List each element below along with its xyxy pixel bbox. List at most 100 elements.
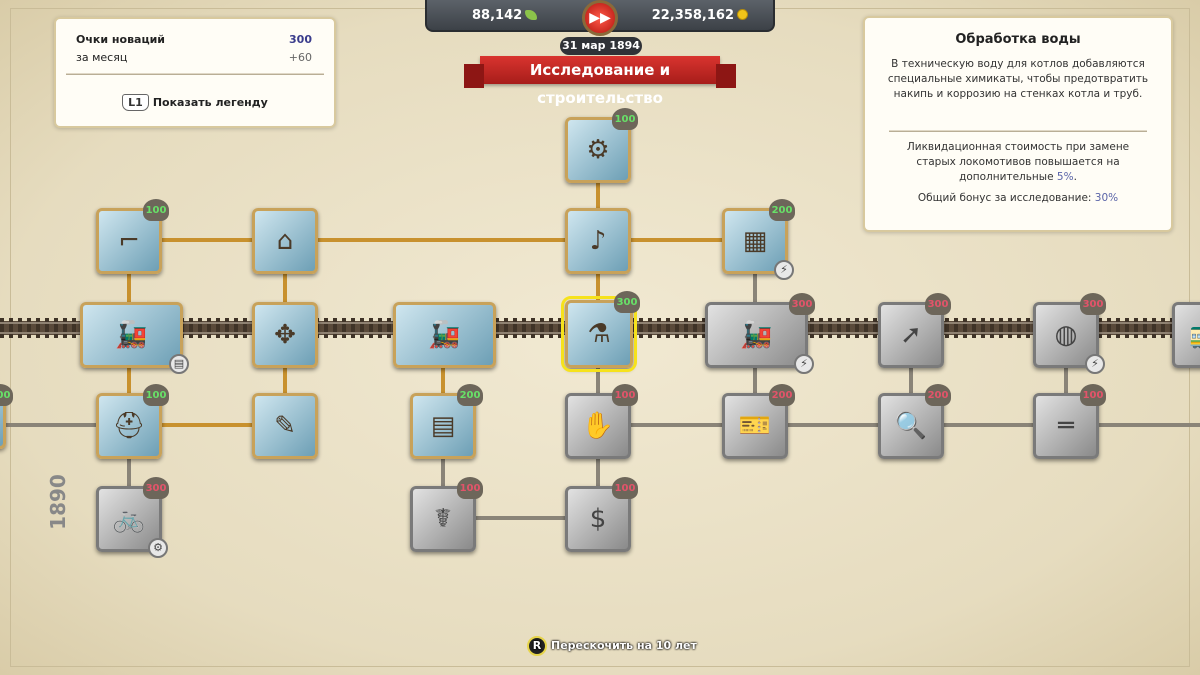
l1-key-icon: L1 <box>122 94 149 111</box>
r-key-icon: R <box>527 636 547 656</box>
era-label: 1890 <box>45 474 70 530</box>
cable-icon: ═ <box>1058 411 1074 441</box>
station-building-icon: ⌂ <box>276 226 294 256</box>
tech-node-medical-book[interactable]: ☤100 <box>410 477 483 552</box>
tech-node-locomotive-upgrade[interactable]: ➚300 <box>878 293 951 368</box>
tech-node-locomotive-green[interactable]: 🚂▤ <box>80 302 189 374</box>
cost-badge: 300 <box>925 293 951 315</box>
bicycle-icon: 🚲 <box>112 504 146 534</box>
boiler-parts-icon: ⚙ <box>586 135 610 165</box>
wheel-brake-icon: ◍ <box>1054 320 1078 350</box>
show-legend-label: Показать легенду <box>152 96 268 109</box>
divider <box>66 73 324 75</box>
tech-node-inspection[interactable]: 🔍 200 <box>878 384 951 459</box>
money-icon: $ <box>589 504 607 534</box>
tech-node-water-treatment[interactable]: ⚗300 <box>561 291 640 372</box>
lightning-badge-icon: ⚡ <box>794 354 814 374</box>
per-month-row: за месяц+60 <box>76 51 312 64</box>
points-row: Очки новаций 300 <box>76 33 312 46</box>
medical-book-icon: ☤ <box>434 504 452 534</box>
tech-node-wheel-brake[interactable]: ◍300 ⚡ <box>1033 293 1106 374</box>
fast-forward-icon: ▶▶ <box>589 10 611 26</box>
research-effect: Ликвидационная стоимость при замене стар… <box>887 140 1149 185</box>
tech-node-bicycle[interactable]: 🚲 300 ⚙ <box>96 477 169 558</box>
total-bonus: Общий бонус за исследование: 30% <box>887 191 1149 206</box>
money-gold: 22,358,162 <box>652 8 748 23</box>
keep-out-icon: ✋ <box>581 411 615 441</box>
jump-label: Перескочить на 10 лет <box>551 639 697 652</box>
locomotive-upgrade-icon: ➚ <box>900 320 922 350</box>
locomotive-blue-icon: 🚂 <box>428 320 461 350</box>
cost-badge: 100 <box>1080 384 1106 406</box>
tech-node-station-building[interactable]: ⌂ <box>252 208 318 274</box>
gold-horn-icon: ♪ <box>589 226 607 256</box>
locomotive-green-icon: 🚂 <box>115 320 148 350</box>
tech-node-left-edge-node[interactable]: 100 <box>0 384 13 449</box>
water-treatment-icon: ⚗ <box>587 319 611 349</box>
page-title: Исследование и строительство <box>464 56 736 107</box>
tech-node-helmet[interactable]: ⛑ 100 <box>96 384 169 459</box>
effect-suffix: . <box>1073 171 1077 183</box>
tech-node-locomotive-grey[interactable]: 🚂300⚡ <box>705 293 815 374</box>
total-bonus-value: 30% <box>1094 192 1119 204</box>
tech-node-tickets[interactable]: 🎫 200 <box>722 384 795 459</box>
cash-icon <box>525 10 538 20</box>
next-locomotive-icon: 🚃 <box>1181 311 1200 359</box>
money-green: 88,142 <box>472 8 538 23</box>
divider <box>889 130 1147 132</box>
coin-icon <box>737 9 748 20</box>
tech-node-passenger-car[interactable]: ▦200 ⚡ <box>722 199 795 280</box>
lightning-badge-icon: ⚡ <box>774 260 794 280</box>
tech-node-cable[interactable]: ═ 100 <box>1033 384 1106 459</box>
cost-badge: 100 <box>143 384 169 406</box>
cost-badge: 100 <box>612 108 638 130</box>
effect-text: Ликвидационная стоимость при замене стар… <box>906 141 1130 183</box>
cost-badge: 300 <box>614 291 640 313</box>
fast-forward-button[interactable]: ▶▶ <box>582 0 618 36</box>
cost-badge: 300 <box>143 477 169 499</box>
cost-badge: 200 <box>457 384 483 406</box>
inspection-icon: 🔍 <box>894 411 928 441</box>
cost-badge: 200 <box>769 199 795 221</box>
points-label: Очки новаций <box>76 33 166 46</box>
tech-node-next-locomotive[interactable]: 🚃 <box>1172 302 1200 368</box>
jump-10-years-button[interactable]: R Перескочить на 10 лет <box>527 636 697 656</box>
tech-node-pipe[interactable]: ⌐100 <box>96 199 169 274</box>
info-badge-icon: ▤ <box>169 354 189 374</box>
tech-node-money[interactable]: $100 <box>565 477 638 552</box>
cost-badge: 300 <box>1080 293 1106 315</box>
mechanism-icon: ✥ <box>274 320 296 350</box>
research-description: В техническую воду для котлов добавляютс… <box>887 58 1149 100</box>
tech-node-gold-horn[interactable]: ♪ <box>565 208 631 274</box>
points-value: 300 <box>289 33 312 46</box>
tech-node-plans-easel[interactable]: ▤200 <box>410 384 483 459</box>
money-gold-value: 22,358,162 <box>651 8 734 23</box>
cost-badge: 200 <box>769 384 795 406</box>
tech-node-blueprint[interactable]: ✎ <box>252 393 318 459</box>
tech-node-boiler-parts[interactable]: ⚙100 <box>565 108 638 183</box>
tech-node-mechanism[interactable]: ✥ <box>252 302 318 368</box>
total-bonus-label: Общий бонус за исследование: <box>917 192 1095 204</box>
cost-badge: 100 <box>457 477 483 499</box>
passenger-car-icon: ▦ <box>742 226 768 256</box>
blueprint-icon: ✎ <box>274 411 296 441</box>
tech-node-keep-out[interactable]: ✋ 100 <box>565 384 638 459</box>
tech-node-locomotive-blue[interactable]: 🚂 <box>393 302 496 368</box>
cost-badge: 100 <box>0 384 13 406</box>
research-info-panel: Обработка воды В техническую воду для ко… <box>863 16 1173 232</box>
research-title: Обработка воды <box>955 32 1081 47</box>
cost-badge: 100 <box>612 477 638 499</box>
helmet-icon: ⛑ <box>112 411 146 441</box>
gear-badge-icon: ⚙ <box>148 538 168 558</box>
game-date: 31 мар 1894 <box>560 37 642 55</box>
effect-value: 5% <box>1056 171 1074 183</box>
cost-badge: 100 <box>143 199 169 221</box>
lightning-badge-icon: ⚡ <box>1085 354 1105 374</box>
per-month-label: за месяц <box>76 51 128 64</box>
tickets-icon: 🎫 <box>738 411 772 441</box>
cost-badge: 200 <box>925 384 951 406</box>
cost-badge: 100 <box>612 384 638 406</box>
cost-badge: 300 <box>789 293 815 315</box>
